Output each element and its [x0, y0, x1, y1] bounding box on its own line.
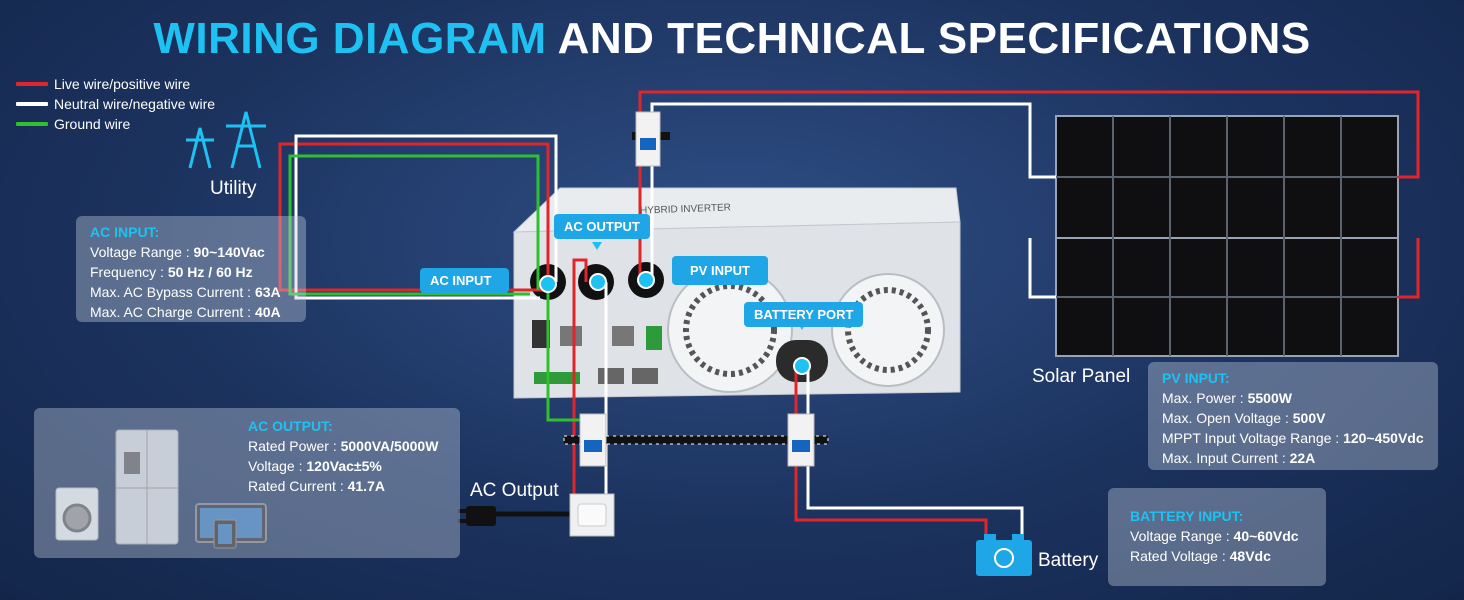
legend-label: Ground wire [54, 116, 131, 132]
spec-value: 120Vac±5% [306, 458, 382, 474]
spec-row: Voltage Range : 90~140Vac [90, 242, 292, 262]
battery-port-tag: BATTERY PORT [744, 302, 864, 327]
spec-label: Rated Voltage : [1130, 548, 1230, 564]
spec-row: Frequency : 50 Hz / 60 Hz [90, 262, 292, 282]
legend-label: Neutral wire/negative wire [54, 96, 216, 112]
wire-legend: Live wire/positive wire Neutral wire/neg… [16, 74, 215, 134]
spec-value: 40~60Vdc [1233, 528, 1299, 544]
port-indicators [539, 271, 811, 375]
ac-output-heading: AC OUTPUT: [248, 418, 333, 434]
spec-value: 22A [1289, 450, 1316, 466]
solar-panel-array [1055, 115, 1399, 357]
spec-value: 63A [254, 284, 281, 300]
spec-label: Max. Power : [1162, 390, 1248, 406]
live-wire-swatch [16, 82, 48, 86]
spec-value: 50 Hz / 60 Hz [167, 264, 253, 280]
ac-input-heading: AC INPUT: [90, 224, 160, 240]
spec-label: Frequency : [90, 264, 168, 280]
spec-label: Rated Power : [248, 438, 341, 454]
spec-label: Voltage Range : [90, 244, 194, 260]
spec-label: Max. Open Voltage : [1162, 410, 1293, 426]
wires [278, 90, 1420, 540]
ground-wire-swatch [16, 122, 48, 126]
utility-tower-icon [186, 111, 266, 169]
ac-input-spec-box: AC INPUT: Voltage Range : 90~140Vac Freq… [76, 216, 306, 322]
ac-output-tag: AC OUTPUT [554, 214, 650, 239]
battery-icon [976, 534, 1032, 576]
spec-row: Rated Current : 41.7A [248, 476, 446, 496]
spec-row: MPPT Input Voltage Range : 120~450Vdc [1162, 428, 1424, 448]
legend-item-ground: Ground wire [16, 114, 215, 134]
pv-input-tag: PV INPUT [672, 256, 768, 285]
ac-output-spec-box: AC OUTPUT: Rated Power : 5000VA/5000W Vo… [34, 408, 460, 558]
spec-value: 90~140Vac [193, 244, 265, 260]
spec-row: Max. Power : 5500W [1162, 388, 1424, 408]
spec-value: 120~450Vdc [1343, 430, 1424, 446]
spec-row: Voltage Range : 40~60Vdc [1130, 526, 1304, 546]
spec-value: 5500W [1247, 390, 1292, 406]
neutral-wire-swatch [16, 102, 48, 106]
ac-input-tag: AC INPUT [420, 268, 510, 293]
battery-input-spec-box: BATTERY INPUT: Voltage Range : 40~60Vdc … [1108, 488, 1326, 586]
spec-value: 500V [1292, 410, 1326, 426]
spec-label: Rated Current : [248, 478, 348, 494]
page-title: WIRING DIAGRAM AND TECHNICAL SPECIFICATI… [0, 14, 1464, 64]
spec-value: 5000VA/5000W [340, 438, 439, 454]
solar-panel-label: Solar Panel [1032, 366, 1131, 387]
spec-label: Max. AC Charge Current : [90, 304, 255, 320]
utility-label: Utility [210, 178, 257, 199]
spec-row: Voltage : 120Vac±5% [248, 456, 446, 476]
spec-row: Max. Open Voltage : 500V [1162, 408, 1424, 428]
circuit-breakers [563, 111, 829, 467]
spec-label: Voltage Range : [1130, 528, 1234, 544]
ac-outlet [569, 493, 615, 537]
pv-input-spec-box: PV INPUT: Max. Power : 5500W Max. Open V… [1148, 362, 1438, 470]
spec-label: Max. Input Current : [1162, 450, 1290, 466]
spec-row: Rated Voltage : 48Vdc [1130, 546, 1304, 566]
battery-label: Battery [1038, 550, 1099, 571]
spec-row: Rated Power : 5000VA/5000W [248, 436, 446, 456]
appliances [55, 429, 267, 549]
spec-label: Voltage : [248, 458, 307, 474]
title-rest: AND TECHNICAL SPECIFICATIONS [557, 14, 1311, 63]
pv-input-heading: PV INPUT: [1162, 370, 1230, 386]
legend-item-neutral: Neutral wire/negative wire [16, 94, 215, 114]
spec-label: Max. AC Bypass Current : [90, 284, 255, 300]
spec-row: Max. AC Charge Current : 40A [90, 302, 292, 322]
title-accent: WIRING DIAGRAM [153, 14, 547, 63]
battery-input-heading: BATTERY INPUT: [1130, 508, 1244, 524]
legend-item-live: Live wire/positive wire [16, 74, 215, 94]
ac-output-label: AC Output [470, 480, 559, 501]
spec-row: Max. Input Current : 22A [1162, 448, 1424, 468]
spec-value: 41.7A [347, 478, 385, 494]
spec-row: Max. AC Bypass Current : 63A [90, 282, 292, 302]
plug-icon [458, 506, 496, 526]
spec-value: 40A [254, 304, 281, 320]
spec-value: 48Vdc [1229, 548, 1271, 564]
spec-label: MPPT Input Voltage Range : [1162, 430, 1344, 446]
legend-label: Live wire/positive wire [54, 76, 191, 92]
